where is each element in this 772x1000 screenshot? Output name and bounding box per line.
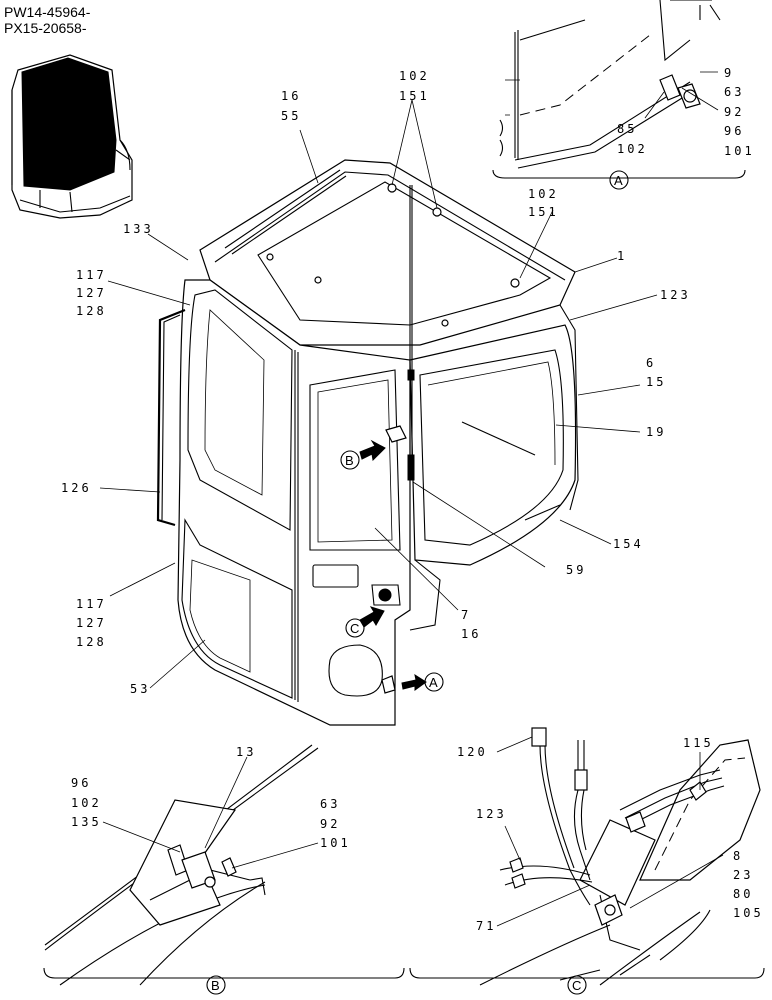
detail-c-callouts: 120 115 123 8 23 80 105 71	[457, 736, 764, 933]
callout-c-80: 80	[733, 887, 753, 901]
detail-c-marker: C	[350, 621, 359, 636]
callout-b-101: 101	[320, 836, 351, 850]
callout-154: 154	[613, 537, 644, 551]
callout-117-upper: 117	[76, 268, 107, 282]
callout-b-135: 135	[71, 815, 102, 829]
callout-19: 19	[646, 425, 666, 439]
serial-range-line-1: PW14-45964-	[4, 4, 91, 20]
callout-a-9: 9	[724, 66, 734, 80]
callout-16: 16	[281, 89, 301, 103]
main-leader-lines	[99, 99, 658, 689]
callout-102-right: 102	[528, 187, 559, 201]
detail-b-view: B	[43, 744, 405, 995]
detail-a-view: A	[492, 0, 746, 190]
callout-123-main: 123	[660, 288, 691, 302]
callout-c-71: 71	[476, 919, 496, 933]
callout-b-63: 63	[320, 797, 340, 811]
callout-a-92: 92	[724, 105, 744, 119]
detail-b-marker: B	[345, 453, 354, 468]
detail-a-label: A	[614, 173, 623, 188]
callout-151-right: 151	[528, 205, 559, 219]
detail-a-callouts: 9 63 92 96 101 85 102	[617, 66, 755, 158]
callout-15: 15	[646, 375, 666, 389]
main-callouts: 16 55 102 151 102 151 1 133 117 127 128 …	[61, 69, 691, 696]
callout-a-101: 101	[724, 144, 755, 158]
detail-c-label: C	[572, 978, 581, 993]
callout-55: 55	[281, 109, 301, 123]
callout-59: 59	[566, 563, 586, 577]
callout-53: 53	[130, 682, 150, 696]
callout-c-8: 8	[733, 849, 743, 863]
callout-151-roof: 151	[399, 89, 430, 103]
callout-126: 126	[61, 481, 92, 495]
callout-a-63: 63	[724, 85, 744, 99]
callout-1: 1	[617, 249, 627, 263]
callout-c-120: 120	[457, 745, 488, 759]
callout-c-23: 23	[733, 868, 753, 882]
callout-7: 7	[461, 608, 471, 622]
callout-c-105: 105	[733, 906, 764, 920]
callout-102-roof: 102	[399, 69, 430, 83]
detail-a-marker: A	[429, 675, 438, 690]
callout-b-92: 92	[320, 817, 340, 831]
callout-128-upper: 128	[76, 304, 107, 318]
callout-16-lower: 16	[461, 627, 481, 641]
callout-127-lower: 127	[76, 616, 107, 630]
callout-133: 133	[123, 222, 154, 236]
detail-c-view: C	[409, 727, 765, 995]
detail-arrows: B C A	[340, 439, 444, 692]
callout-127-upper: 127	[76, 286, 107, 300]
serial-range-line-2: PX15-20658-	[4, 20, 87, 36]
callout-b-96: 96	[71, 776, 91, 790]
callout-b-102: 102	[71, 796, 102, 810]
detail-b-label: B	[211, 978, 220, 993]
callout-c-115: 115	[683, 736, 714, 750]
callout-117-lower: 117	[76, 597, 107, 611]
cab-thumbnail	[11, 54, 133, 219]
callout-128-lower: 128	[76, 635, 107, 649]
callout-a-96: 96	[724, 124, 744, 138]
callout-a-85: 85	[617, 122, 637, 136]
cab-assembly	[156, 159, 579, 726]
callout-a-102: 102	[617, 142, 648, 156]
callout-6: 6	[646, 356, 656, 370]
callout-c-123: 123	[476, 807, 507, 821]
detail-b-callouts: 13 96 102 135 63 92 101	[71, 745, 351, 850]
callout-b-13: 13	[236, 745, 256, 759]
